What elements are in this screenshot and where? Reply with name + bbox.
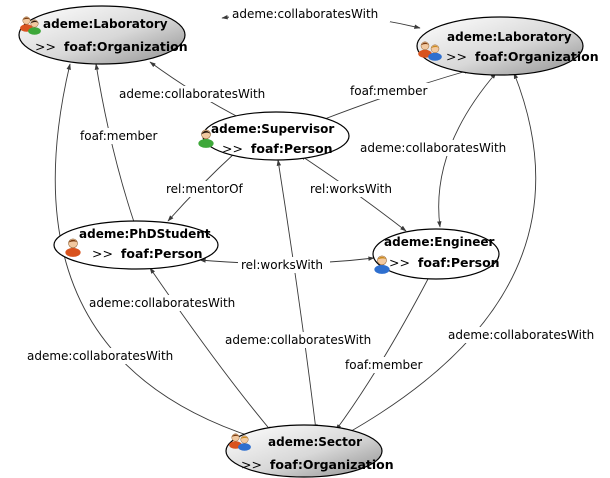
node-type: foaf:Organization [270, 457, 394, 472]
node-type: foaf:Person [418, 255, 500, 270]
node-title: ademe:Laboratory [447, 30, 572, 44]
node-type: foaf:Person [251, 141, 333, 156]
edge-label-supervisor-sector: ademe:collaboratesWith [225, 333, 371, 347]
edge-label-supervisor-phd: rel:mentorOf [166, 182, 244, 196]
edge-label-supervisor-lab2: foaf:member [350, 84, 428, 98]
edge-label-bg [86, 295, 251, 311]
edge-label-bg [341, 357, 433, 373]
node-title: ademe:Supervisor [211, 122, 334, 136]
node-shape [372, 228, 500, 280]
node-title: ademe:Laboratory [43, 17, 168, 31]
node-type: foaf:Person [121, 246, 203, 261]
edge-label-lab1-sector: ademe:collaboratesWith [27, 349, 173, 363]
edge-label-lab2-engineer: ademe:collaboratesWith [360, 141, 506, 155]
edge-label-lab2-sector: ademe:collaboratesWith [448, 328, 594, 342]
node-title: ademe:Engineer [384, 235, 495, 249]
edge-label-lab1-supervisor: ademe:collaboratesWith [119, 87, 265, 101]
node-title: ademe:PhDStudent [79, 227, 211, 241]
node-type-prefix: >> [35, 39, 60, 54]
edge-label-bg [24, 348, 188, 364]
edge-label-bg [306, 181, 396, 197]
edge-label-bg [162, 181, 250, 197]
node-type-prefix: >> [446, 49, 471, 64]
edge-label-supervisor-engineer: rel:worksWith [310, 182, 392, 196]
edge-supervisor-sector [276, 159, 318, 431]
edge-lab2-sector [345, 72, 537, 435]
node-shape [18, 5, 186, 65]
edge-label-phd-engineer: rel:worksWith [241, 258, 323, 272]
node-type: foaf:Organization [64, 39, 188, 54]
edge-label-bg [222, 332, 387, 348]
edge-labels: ademe:collaboratesWith ademe:collaborate… [24, 6, 608, 373]
node-sector[interactable]: ademe:Sector >> foaf:Organization [225, 424, 394, 478]
node-type-line: >> foaf:Person [92, 246, 203, 261]
node-laboratory-2[interactable]: ademe:Laboratory >> foaf:Organization [416, 16, 599, 76]
node-type-prefix: >> [241, 457, 266, 472]
edge-label-bg [238, 257, 330, 273]
edge-label-bg [445, 327, 608, 343]
node-type-line: >> foaf:Organization [446, 49, 599, 64]
edge-label-bg [76, 128, 168, 144]
edge-label-bg [116, 86, 281, 102]
edge-label-engineer-sector: foaf:member [345, 358, 423, 372]
node-shape [416, 16, 584, 76]
edge-label-bg [346, 83, 438, 99]
node-type-prefix: >> [92, 246, 117, 261]
node-type: foaf:Organization [475, 49, 599, 64]
node-type-line: >> foaf:Person [389, 255, 500, 270]
node-type-prefix: >> [222, 141, 247, 156]
node-phdstudent[interactable]: ademe:PhDStudent >> foaf:Person [53, 220, 219, 270]
node-type-prefix: >> [389, 255, 414, 270]
node-laboratory-1[interactable]: ademe:Laboratory >> foaf:Organization [18, 5, 188, 65]
edge-label-bg [229, 6, 390, 22]
node-shape [225, 424, 383, 478]
node-type-line: >> foaf:Organization [241, 457, 394, 472]
node-type-line: >> foaf:Organization [35, 39, 188, 54]
node-type-line: >> foaf:Person [222, 141, 333, 156]
edge-engineer-sector [335, 278, 429, 431]
edge-label-phd-lab1: foaf:member [80, 129, 158, 143]
node-title: ademe:Sector [268, 435, 362, 449]
edge-label-bg [357, 140, 520, 156]
node-engineer[interactable]: ademe:Engineer >> foaf:Person [372, 228, 500, 280]
node-shape [53, 220, 219, 270]
node-supervisor[interactable]: ademe:Supervisor >> foaf:Person [197, 111, 350, 161]
edge-label-phd-sector: ademe:collaboratesWith [89, 296, 235, 310]
edge-lab1-sector [54, 63, 263, 441]
edge-label-lab-lab: ademe:collaboratesWith [232, 7, 378, 21]
